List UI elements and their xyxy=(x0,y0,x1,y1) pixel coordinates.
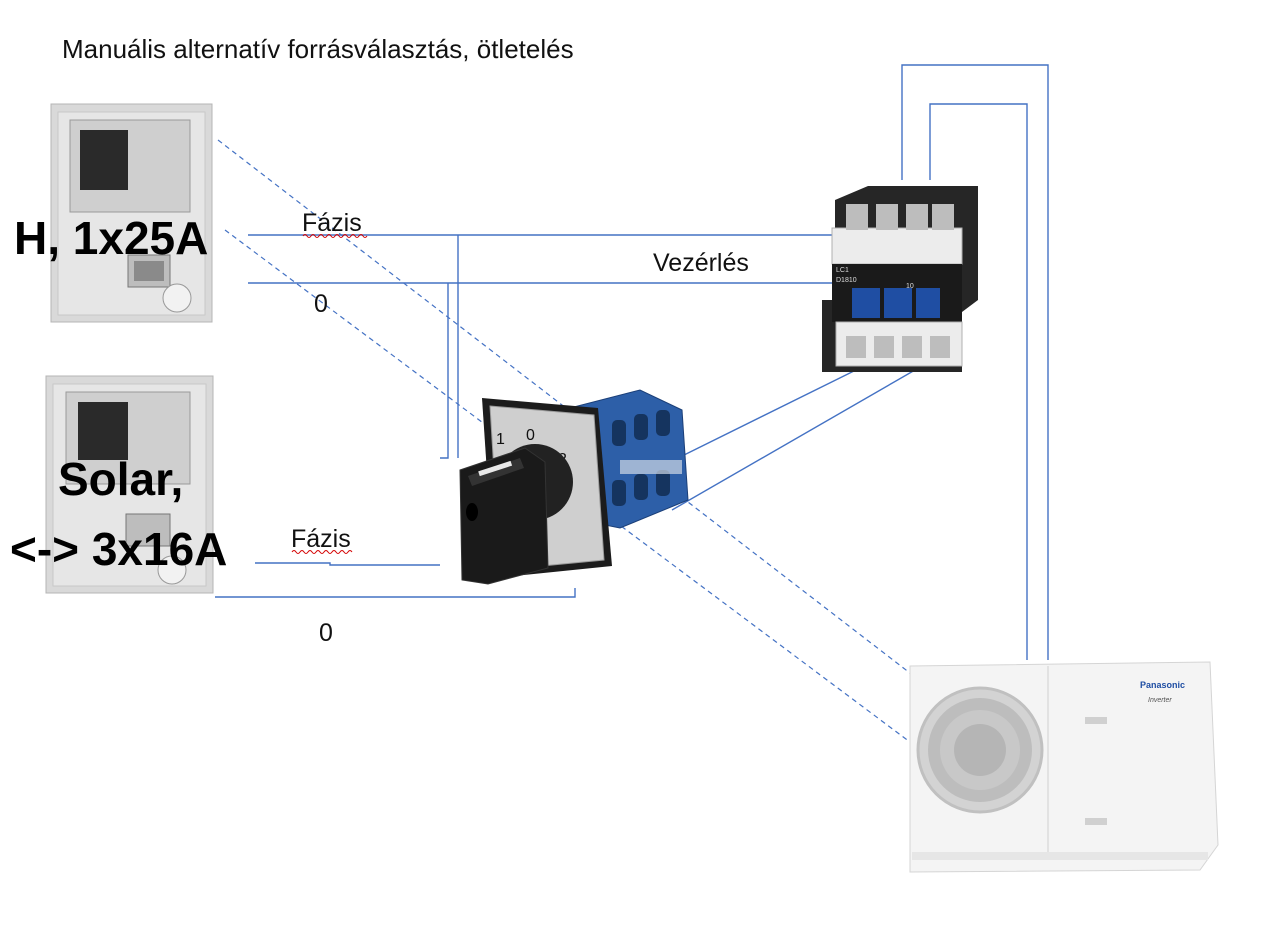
phase-label-2: Fázis xyxy=(291,525,351,553)
wires xyxy=(215,64,1049,660)
switch-position-0: 0 xyxy=(526,427,535,444)
spellcheck-squiggle xyxy=(291,550,353,554)
control-label: Vezérlés xyxy=(653,249,749,277)
neutral-label-2: 0 xyxy=(319,619,333,647)
spellcheck-squiggle xyxy=(302,234,368,238)
heat-pump-model: Inverter xyxy=(1148,697,1172,704)
meter2-label-line1: Solar, xyxy=(58,453,183,505)
contactor: LC1 D1810 10 xyxy=(822,186,978,372)
cam-switch: 1 0 2 xyxy=(459,389,689,585)
heat-pump-brand: Panasonic xyxy=(1140,680,1185,690)
heat-pump-unit: Panasonic Inverter xyxy=(909,661,1219,873)
meter-box-2 xyxy=(45,375,214,594)
neutral-label-1: 0 xyxy=(314,290,328,318)
phase-label-1: Fázis xyxy=(302,209,362,237)
contactor-tag-aux: 10 xyxy=(906,283,914,290)
switch-position-1: 1 xyxy=(496,431,505,448)
meter-box-1 xyxy=(50,103,213,323)
contactor-tag-series: D1810 xyxy=(836,277,857,284)
diagram-title: Manuális alternatív forrásválasztás, ötl… xyxy=(62,34,574,64)
meter2-label-line2: <-> 3x16A xyxy=(10,523,227,575)
meter1-label: H, 1x25A xyxy=(14,212,208,264)
contactor-tag-model: LC1 xyxy=(836,267,849,274)
